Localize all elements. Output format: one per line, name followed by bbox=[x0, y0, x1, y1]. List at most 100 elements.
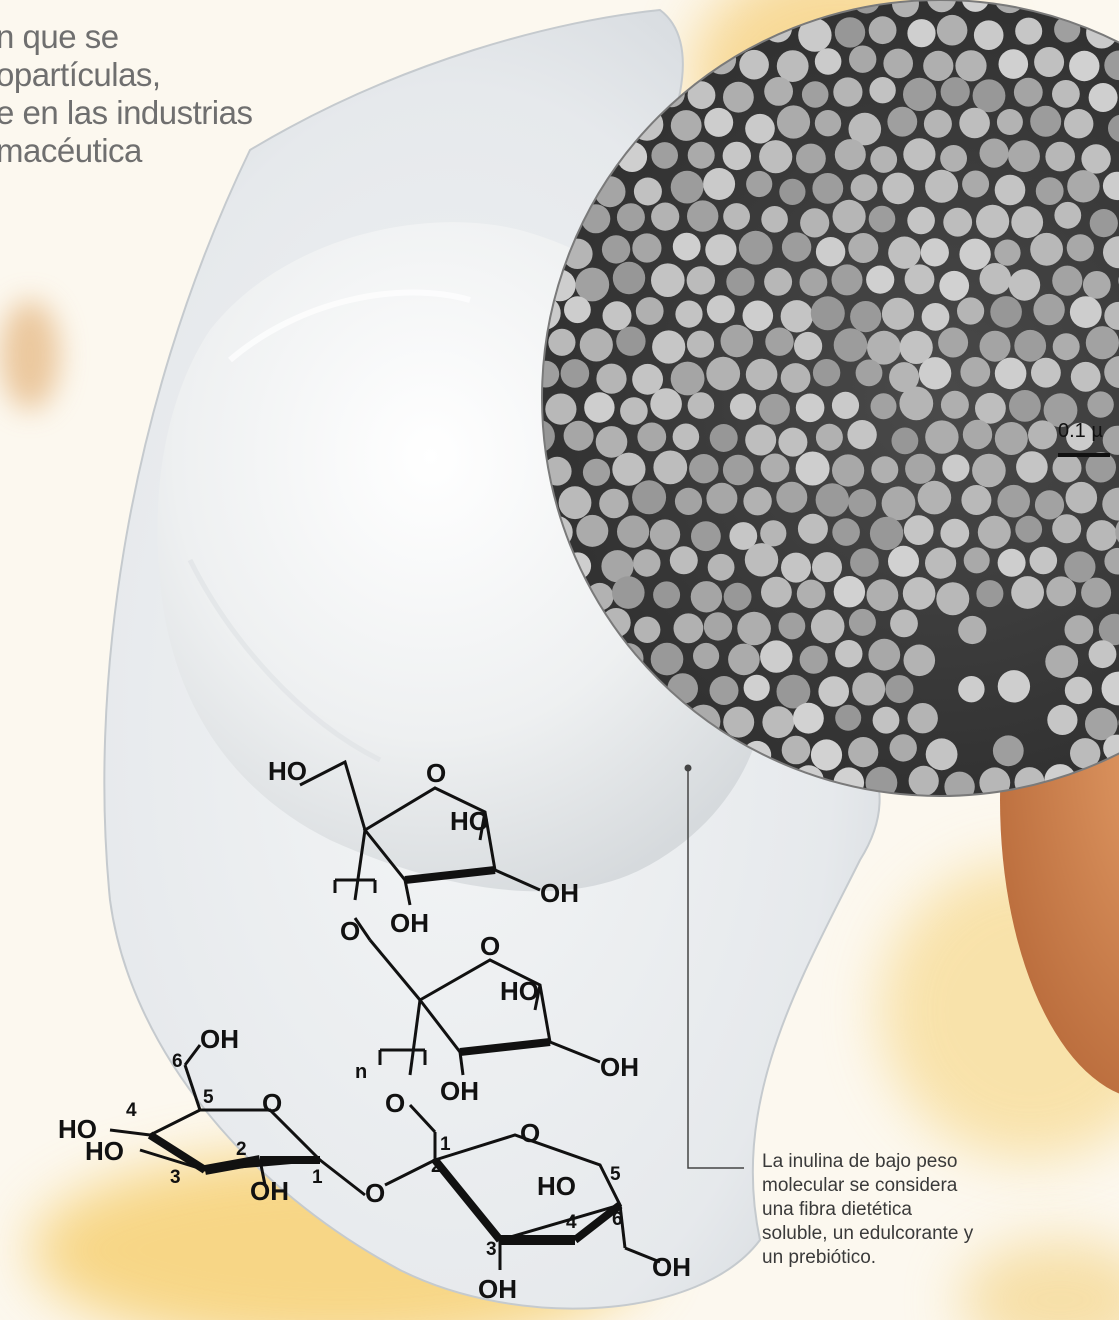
nanoparticle bbox=[867, 330, 901, 365]
nanoparticle bbox=[796, 143, 826, 174]
nanoparticle bbox=[1034, 490, 1065, 520]
nanoparticle bbox=[848, 737, 879, 768]
nanoparticle bbox=[1088, 83, 1118, 112]
nanoparticle bbox=[1046, 576, 1077, 607]
nanoparticle bbox=[1035, 177, 1064, 206]
nanoparticle bbox=[902, 577, 936, 610]
nanoparticle bbox=[871, 456, 899, 484]
nanoparticle bbox=[765, 327, 794, 356]
nanoparticle bbox=[848, 112, 882, 146]
nanoparticle bbox=[1052, 80, 1080, 108]
nanoparticle bbox=[650, 642, 684, 676]
nanoparticle bbox=[960, 357, 991, 387]
nanoparticle bbox=[869, 77, 896, 104]
intro-text: n que se opartículas, e en las industria… bbox=[0, 18, 256, 170]
nanoparticle bbox=[707, 553, 735, 581]
intro-line: macéutica bbox=[0, 132, 142, 169]
nanoparticle bbox=[992, 735, 1024, 767]
nanoparticle bbox=[745, 113, 775, 144]
nanoparticle bbox=[1016, 451, 1048, 483]
nanoparticle bbox=[743, 487, 772, 516]
carbon-number: 2 bbox=[431, 1156, 442, 1177]
nanoparticle bbox=[1088, 640, 1117, 669]
nanoparticle bbox=[818, 676, 849, 707]
nanoparticle bbox=[848, 489, 877, 517]
nanoparticle bbox=[1030, 232, 1063, 266]
nanoparticle bbox=[943, 207, 973, 237]
nanoparticle bbox=[799, 268, 828, 297]
nanoparticle bbox=[616, 326, 646, 356]
nanoparticle bbox=[722, 454, 754, 486]
atom-label: O bbox=[262, 1088, 282, 1118]
nanoparticle bbox=[602, 301, 632, 331]
carbon-number: 6 bbox=[172, 1051, 183, 1072]
nanoparticle bbox=[545, 393, 577, 425]
nanoparticle bbox=[834, 17, 866, 48]
nanoparticle bbox=[796, 579, 826, 609]
nanoparticle bbox=[691, 521, 721, 552]
nanoparticle bbox=[958, 676, 985, 703]
atom-label: HO bbox=[500, 976, 539, 1006]
nanoparticle bbox=[1104, 547, 1119, 575]
nanoparticle bbox=[881, 297, 915, 330]
nanoparticle bbox=[891, 427, 919, 455]
nanoparticle bbox=[1009, 390, 1041, 422]
nanoparticle bbox=[1085, 326, 1119, 360]
nanoparticle bbox=[584, 392, 615, 423]
nanoparticle bbox=[723, 582, 752, 611]
atom-label: O bbox=[426, 758, 446, 788]
atom-label: HO bbox=[537, 1171, 576, 1201]
nanoparticle bbox=[850, 548, 879, 577]
nanoparticle bbox=[976, 204, 1010, 238]
nanoparticle bbox=[907, 19, 936, 48]
nanoparticle bbox=[670, 110, 702, 141]
nanoparticle bbox=[833, 77, 863, 107]
nanoparticle bbox=[907, 703, 938, 734]
nanoparticle bbox=[1098, 613, 1119, 646]
nanoparticle bbox=[1066, 422, 1095, 451]
nanoparticle bbox=[976, 580, 1004, 608]
nanoparticle bbox=[1029, 546, 1058, 575]
nanoparticle bbox=[729, 522, 758, 550]
nanoparticle bbox=[672, 232, 701, 261]
nanoparticle bbox=[689, 454, 719, 484]
nanoparticle bbox=[780, 363, 811, 393]
nanoparticle bbox=[979, 330, 1011, 362]
nanoparticle bbox=[832, 518, 860, 546]
nanoparticle bbox=[612, 261, 646, 295]
nanoparticle bbox=[651, 202, 680, 231]
nanoparticle bbox=[998, 49, 1029, 79]
carbon-number: 2 bbox=[236, 1139, 247, 1160]
nanoparticle bbox=[548, 328, 576, 356]
nanoparticle bbox=[579, 328, 613, 362]
atom-label: O bbox=[340, 916, 360, 946]
nanoparticle bbox=[944, 771, 975, 796]
nanoparticle bbox=[651, 142, 678, 169]
nanoparticle bbox=[847, 420, 877, 450]
nanoparticle bbox=[674, 487, 703, 515]
nanoparticle bbox=[1064, 551, 1096, 583]
nanoparticle bbox=[921, 303, 950, 331]
nanoparticle bbox=[744, 543, 779, 577]
nanoparticle bbox=[940, 390, 969, 419]
nanoparticle bbox=[899, 386, 934, 421]
micrograph bbox=[542, 0, 1119, 796]
nanoparticle bbox=[1104, 50, 1119, 81]
nanoparticle bbox=[1047, 704, 1078, 736]
nanoparticle bbox=[690, 581, 723, 613]
nanoparticle bbox=[650, 388, 682, 420]
nanoparticle bbox=[1013, 77, 1043, 107]
nanoparticle bbox=[760, 520, 787, 547]
nanoparticle bbox=[739, 49, 769, 80]
nanoparticle bbox=[635, 297, 664, 325]
nanoparticle bbox=[1014, 329, 1047, 362]
nanoparticle bbox=[737, 611, 771, 646]
nanoparticle bbox=[653, 450, 688, 485]
nanoparticle bbox=[1081, 577, 1112, 608]
nanoparticle bbox=[781, 735, 811, 765]
nanoparticle bbox=[812, 552, 842, 583]
scale-label: 0.1 µ bbox=[1058, 420, 1103, 442]
nanoparticle bbox=[972, 79, 1006, 113]
nanoparticle bbox=[869, 516, 904, 551]
